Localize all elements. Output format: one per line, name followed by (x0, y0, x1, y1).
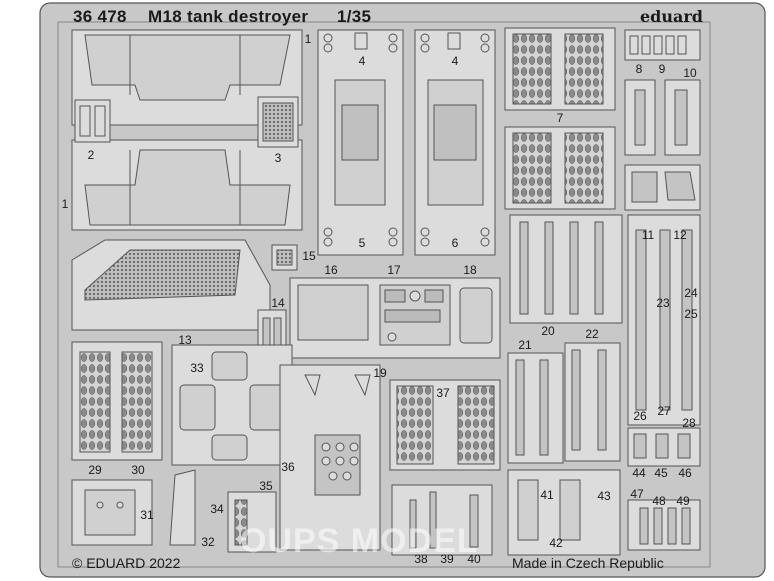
part-label: 47 (630, 487, 644, 501)
fret-inner (57, 21, 711, 568)
part-label: 5 (358, 236, 366, 250)
part-label: 25 (684, 307, 698, 321)
part-label: 10 (683, 66, 697, 80)
part-32 (169, 469, 196, 546)
kit-name: M18 tank destroyer (148, 7, 309, 26)
parts-44-45-46 (627, 427, 701, 467)
part-label: 19 (373, 366, 387, 380)
part-label: 12 (673, 228, 687, 242)
part-label: 39 (440, 552, 454, 566)
part-label: 26 (633, 409, 647, 423)
part-label: 41 (540, 488, 554, 502)
part-label: 13 (178, 333, 192, 347)
part-label: 1 (304, 32, 312, 46)
part-label: 34 (210, 502, 224, 516)
part-label: 36 (281, 460, 295, 474)
part-label: 31 (140, 508, 154, 522)
part-label: 37 (436, 386, 450, 400)
parts-16-17-18 (289, 277, 501, 359)
part-label: 33 (190, 361, 204, 375)
part-31 (71, 479, 153, 546)
part-label: 24 (684, 286, 698, 300)
part-label: 48 (652, 494, 666, 508)
part-1-bottom (71, 139, 303, 231)
part-label: 9 (658, 62, 666, 76)
part-label: 6 (451, 236, 459, 250)
part-label: 42 (549, 536, 563, 550)
part-label: 11 (641, 228, 655, 242)
part-label: 38 (414, 552, 428, 566)
part-2 (74, 99, 111, 143)
parts-41-42-43 (507, 469, 621, 556)
kit-scale: 1/35 (337, 7, 372, 26)
part-label: 4 (451, 54, 459, 68)
brand-logo: eduard (640, 7, 703, 26)
part-37 (389, 379, 501, 471)
part-15 (271, 244, 298, 271)
part-7 (504, 27, 616, 210)
part-label: 27 (657, 404, 671, 418)
kit-code: 36 478 (73, 7, 127, 26)
part-20 (509, 214, 623, 324)
part-label: 28 (682, 416, 696, 430)
part-label: 16 (324, 263, 338, 277)
part-label: 3 (274, 151, 282, 165)
part-label: 29 (88, 463, 102, 477)
parts-11-12 (624, 164, 701, 211)
part-label: 44 (632, 466, 646, 480)
part-label: 32 (201, 535, 215, 549)
part-3 (257, 96, 299, 148)
part-label: 4 (358, 54, 366, 68)
parts-34-35 (227, 491, 277, 553)
part-label: 21 (518, 338, 532, 352)
part-33 (171, 344, 293, 466)
part-label: 35 (259, 479, 273, 493)
part-label: 43 (597, 489, 611, 503)
part-label: 46 (678, 466, 692, 480)
part-label: 40 (467, 552, 481, 566)
part-label: 23 (656, 296, 670, 310)
part-36 (279, 364, 381, 551)
parts-29-30 (71, 341, 163, 461)
part-label: 45 (654, 466, 668, 480)
part-label: 22 (585, 327, 599, 341)
part-label: 7 (556, 111, 564, 125)
made-in: Made in Czech Republic (512, 555, 664, 571)
part-label: 17 (387, 263, 401, 277)
part-label: 14 (271, 296, 285, 310)
part-label: 2 (87, 148, 95, 162)
part-label: 49 (676, 494, 690, 508)
parts-38-39-40 (391, 484, 493, 556)
part-13 (71, 239, 271, 331)
part-label: 1 (61, 197, 69, 211)
part-label: 8 (635, 62, 643, 76)
parts-23-28 (627, 214, 701, 426)
parts-47-48-49 (627, 499, 701, 551)
part-label: 30 (131, 463, 145, 477)
part-4-5 (317, 29, 404, 256)
part-label: 15 (302, 249, 316, 263)
watermark: OUPS MODEL (240, 522, 479, 560)
parts-8-9-10 (624, 29, 701, 156)
parts-21-22 (507, 342, 621, 464)
copyright: © EDUARD 2022 (72, 555, 181, 571)
part-label: 20 (541, 324, 555, 338)
part-4-6 (414, 29, 496, 256)
part-label: 18 (463, 263, 477, 277)
